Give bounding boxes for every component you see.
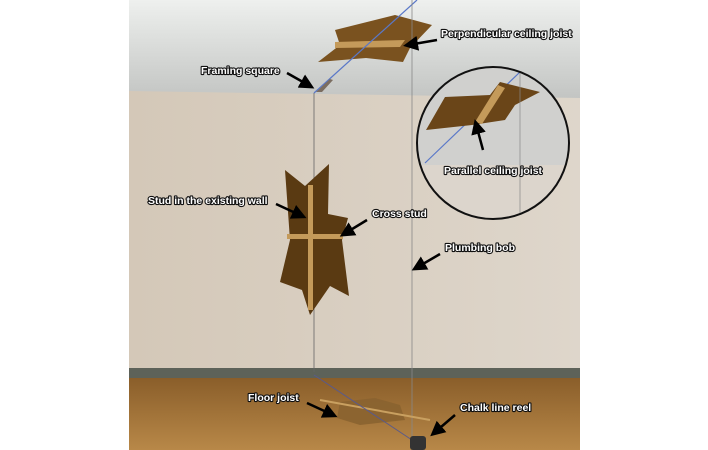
label-cross-stud: Cross stud [372, 208, 427, 220]
arrow-stud [275, 202, 307, 219]
label-plumbing-bob: Plumbing bob [445, 242, 515, 254]
baseboard [129, 368, 580, 378]
label-framing-square: Framing square [201, 65, 280, 77]
label-floor-joist: Floor joist [248, 392, 299, 404]
arrow-floor-joist [306, 401, 338, 418]
chalk-line-floor [313, 374, 413, 441]
chalk-line-ceiling [313, 0, 418, 94]
framing-square-shape [316, 79, 333, 92]
room [129, 0, 580, 450]
chalk-line-reel-shape [410, 436, 426, 450]
arrow-perpendicular-joist [403, 35, 438, 51]
label-perpendicular-ceiling-joist: Perpendicular ceiling joist [441, 28, 572, 40]
floor-joist-cutout [319, 398, 431, 425]
arrow-framing-square [286, 71, 315, 89]
label-parallel-ceiling-joist: Parallel ceiling joist [444, 165, 543, 177]
arrow-chalk-reel [430, 414, 456, 437]
arrow-cross-stud [339, 218, 368, 237]
label-stud-existing-wall: Stud in the existing wall [148, 195, 268, 207]
arrows [275, 35, 486, 437]
arrow-plumbing-bob [411, 252, 441, 271]
label-chalk-line-reel: Chalk line reel [460, 402, 531, 414]
wall-cutout [280, 164, 349, 315]
arrow-parallel-joist [471, 119, 486, 151]
